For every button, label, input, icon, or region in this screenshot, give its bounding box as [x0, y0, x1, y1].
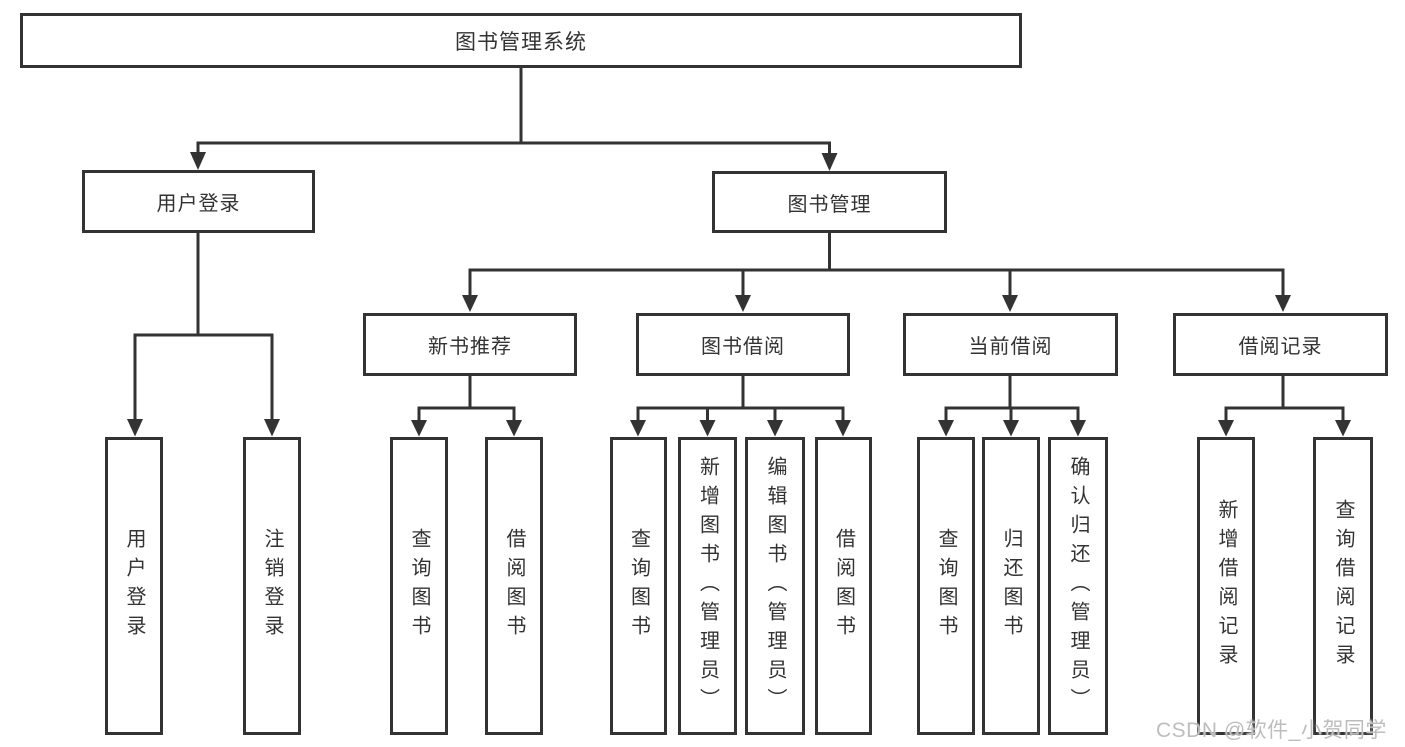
node-book-management: 图书管理 [712, 171, 947, 233]
node-user-login: 用户登录 [82, 170, 315, 233]
leaf-add-borrow-record: 新增借阅记录 [1197, 437, 1255, 735]
node-book-borrow: 图书借阅 [636, 313, 850, 376]
leaf-edit-books-admin: 编辑图书（管理员） [745, 437, 805, 735]
edge-borrow-record-to-leaves [1218, 375, 1351, 437]
leaf-confirm-return-admin: 确认归还（管理员） [1048, 437, 1108, 735]
edge-book-management-to-level3 [462, 232, 1291, 312]
node-root-library-management-system: 图书管理系统 [20, 13, 1022, 68]
node-current-borrow: 当前借阅 [903, 313, 1118, 376]
leaf-user-login: 用户登录 [105, 437, 163, 735]
leaf-add-books-admin: 新增图书（管理员） [678, 437, 737, 735]
edge-book-borrow-to-leaves [630, 375, 851, 437]
leaf-query-books-recommend: 查询图书 [390, 437, 448, 735]
csdn-watermark: CSDN @软件_小贺同学 [1156, 719, 1387, 742]
edge-new-book-recommend-to-leaves [411, 375, 522, 437]
leaf-borrow-books-recommend: 借阅图书 [485, 437, 543, 735]
leaf-query-borrow-record: 查询借阅记录 [1313, 437, 1373, 735]
edge-root-to-level2 [190, 66, 838, 171]
leaf-return-books: 归还图书 [982, 437, 1040, 735]
leaf-logout: 注销登录 [243, 437, 301, 735]
leaf-borrow-books: 借阅图书 [815, 437, 872, 735]
leaf-query-books-current: 查询图书 [917, 437, 975, 735]
leaf-query-books-borrow: 查询图书 [610, 437, 667, 735]
edge-current-borrow-to-leaves [938, 375, 1086, 437]
node-new-book-recommend: 新书推荐 [363, 313, 577, 376]
edge-user-login-to-leaves [127, 232, 280, 437]
node-borrow-record: 借阅记录 [1173, 313, 1388, 376]
